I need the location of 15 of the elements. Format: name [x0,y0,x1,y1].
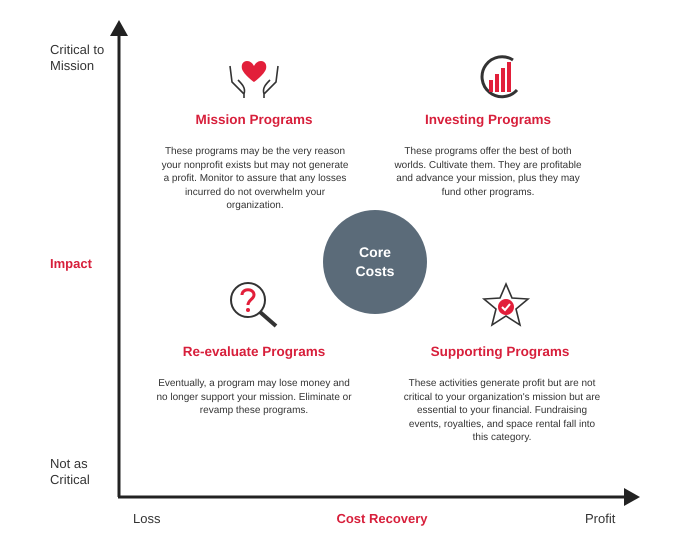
quadrant-heading: Investing Programs [424,112,552,128]
axis-label: Not as Critical [50,456,91,488]
quadrant-heading: Mission Programs [194,112,314,128]
center-circle: Core Costs [323,210,427,314]
quadrant-heading: Supporting Programs [430,344,570,360]
axis-label: Profit [585,511,616,527]
quadrant-heading: Re-evaluate Programs [182,344,326,360]
quadrant-description: Eventually, a program may lose money and no longer support your mission. Eliminate or revamp these programs. [156,377,352,418]
quadrant-description: These activities generate profit but are not critical to your organization's mission but are essential to your financial. Fundraising events, royalties, and space rental fall into this category. [402,377,602,444]
axis-label: Cost Recovery [335,511,429,527]
axis-label: Critical to Mission [50,42,106,74]
quadrant-description: These programs may be the very reason your nonprofit exists but may not generate a profit. Monitor to assure that any losses incurred do not overwhelm your organization. [160,145,350,212]
quadrant-description: These programs offer the best of both worlds. Cultivate them. They are profitable and advance your mission, plus they may fund other programs. [393,145,583,199]
axis-label: Impact [50,256,93,272]
axis-label: Loss [133,511,162,527]
